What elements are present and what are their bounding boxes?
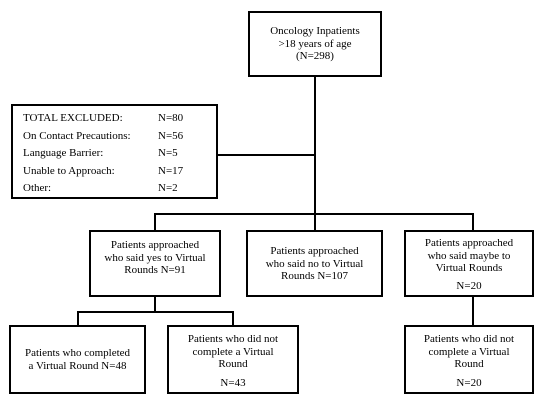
excluded-unable-label: Unable to Approach: [23,164,115,177]
said-yes-box: Patients approached who said yes to Virt… [89,230,221,297]
completed-line-1: Patients who completed [24,347,131,359]
connector-top-vertical [314,77,316,214]
completed-box: Patients who completed a Virtual Round N… [9,325,146,394]
oncology-inpatients-box: Oncology Inpatients >18 years of age (N=… [248,11,382,77]
not-completed-yes-line-3: Round [218,358,248,370]
not-completed-maybe-line-2: complete a Virtual [428,345,510,358]
excluded-language-label: Language Barrier: [23,147,104,159]
not-completed-maybe-line-1: Patients who did not [423,333,515,345]
yes-line-3: Rounds N=91 [124,264,186,276]
excluded-row-language: Language Barrier: N=5 [23,145,196,163]
not-completed-maybe-line-4: N=20 [456,376,482,389]
connector-yes-drop [154,213,156,230]
excluded-other-label: Other: [23,182,52,194]
connector-completed-drop [77,311,79,325]
connector-level3-horizontal [77,311,234,313]
maybe-line-2: who said maybe to [427,249,511,262]
excluded-contact-value: N=56 [158,129,184,142]
completed-line-2: a Virtual Round N=48 [28,359,127,372]
excluded-total-value: N=80 [158,112,184,124]
not-completed-yes-line-1: Patients who did not [187,333,279,345]
top-line-1: Oncology Inpatients [270,25,360,37]
connector-not-completed-drop [232,311,234,325]
not-completed-maybe-box: Patients who did not complete a Virtual … [404,325,534,394]
not-completed-yes-line-4: N=43 [220,376,246,389]
yes-line-2: who said yes to Virtual [104,251,206,264]
not-completed-yes-box: Patients who did not complete a Virtual … [167,325,299,394]
connector-no-drop [314,213,316,230]
excluded-row-other: Other: N=2 [23,180,196,198]
maybe-line-4: N=20 [456,279,482,292]
connector-yes-down [154,296,156,312]
top-line-2: >18 years of age [278,37,352,50]
excluded-row-unable: Unable to Approach: N=17 [23,163,196,181]
excluded-language-value: N=5 [158,147,178,159]
no-line-2: who said no to Virtual [265,257,364,270]
excluded-row-total: TOTAL EXCLUDED: N=80 [23,110,196,128]
excluded-contact-label: On Contact Precautions: [23,129,131,142]
not-completed-yes-line-2: complete a Virtual [192,345,274,358]
connector-maybe-drop [472,213,474,230]
excluded-other-value: N=2 [158,182,178,194]
connector-maybe-down [472,296,474,325]
maybe-line-3: Virtual Rounds [435,262,503,274]
excluded-total-label: TOTAL EXCLUDED: [23,112,123,124]
excluded-unable-value: N=17 [158,164,184,177]
not-completed-maybe-line-3: Round [454,358,484,370]
said-no-box: Patients approached who said no to Virtu… [246,230,383,297]
excluded-row-contact: On Contact Precautions: N=56 [23,128,196,146]
top-line-3: (N=298) [296,50,334,62]
connector-excluded-horizontal [218,154,315,156]
maybe-line-1: Patients approached [424,237,514,249]
no-line-3: Rounds N=107 [280,270,348,282]
excluded-box: TOTAL EXCLUDED: N=80 On Contact Precauti… [11,104,218,199]
no-line-1: Patients approached [270,245,359,257]
yes-line-1: Patients approached [110,239,200,251]
said-maybe-box: Patients approached who said maybe to Vi… [404,230,534,297]
